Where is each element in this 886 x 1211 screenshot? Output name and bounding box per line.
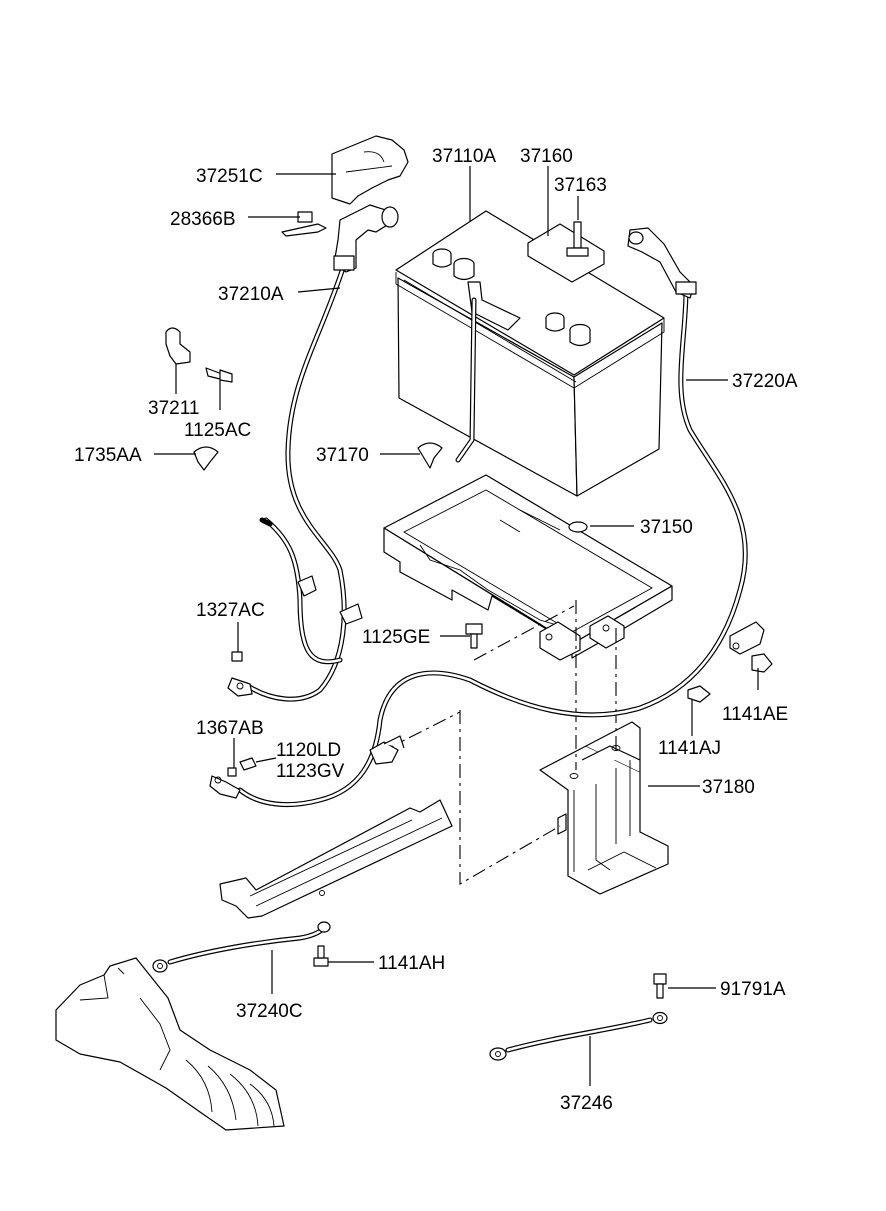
clip-37211 [165, 327, 191, 365]
label-37220A: 37220A [732, 371, 798, 392]
label-1125AC: 1125AC [184, 420, 251, 441]
label-37163: 37163 [554, 175, 607, 196]
label-37246: 37246 [560, 1093, 613, 1114]
label-1367AB: 1367AB [196, 718, 264, 739]
bolt-1141AJ [687, 685, 711, 703]
bolt-1141AH [313, 945, 329, 967]
part-labels: 37251C 28366B 37210A 37211 1125AC 1735AA… [74, 146, 798, 1114]
label-1141AJ: 1141AJ [658, 738, 721, 759]
cable-37240C [152, 921, 331, 973]
cable-37246 [489, 1011, 668, 1061]
label-1141AE: 1141AE [722, 704, 788, 725]
label-37211: 37211 [148, 398, 199, 419]
label-37210A: 37210A [218, 284, 284, 305]
label-1120LD: 1120LD [276, 740, 341, 761]
battery [395, 210, 665, 497]
bolt-1125AC [205, 367, 233, 383]
label-1141AH: 1141AH [378, 953, 445, 974]
label-37170: 37170 [316, 445, 369, 466]
floor-rail [219, 799, 453, 919]
label-37240C: 37240C [236, 1001, 303, 1022]
plug-37170 [417, 442, 443, 469]
battery-terminal-posts [432, 248, 591, 347]
label-1327AC: 1327AC [196, 600, 265, 621]
label-1735AA: 1735AA [74, 445, 142, 466]
nut-1327AC [231, 651, 243, 662]
terminal-cover-37251C [331, 135, 409, 205]
label-37150: 37150 [640, 517, 693, 538]
plug-1735AA [193, 446, 219, 471]
bolt-1125GE [465, 623, 483, 649]
label-37251C: 37251C [196, 166, 263, 187]
label-1125GE: 1125GE [362, 627, 430, 648]
bolt-91791A [653, 973, 667, 999]
bolt-37163 [566, 221, 589, 257]
leader-lines [154, 166, 759, 1086]
bolt-1120LD [239, 757, 257, 771]
label-37160: 37160 [520, 146, 573, 167]
connector-28366B [281, 211, 327, 237]
label-28366B: 28366B [170, 209, 236, 230]
battery-tray [383, 474, 673, 661]
label-1123GV: 1123GV [276, 761, 345, 782]
tray-bracket [539, 721, 669, 895]
cable-37210A [227, 204, 399, 702]
label-37110A: 37110A [432, 146, 496, 167]
cable-37220A [209, 227, 748, 808]
nut-1367AB [227, 767, 237, 777]
clip-1141AE [729, 621, 773, 673]
label-91791A: 91791A [720, 979, 786, 1000]
engine-housing [55, 957, 285, 1131]
label-37180: 37180 [702, 777, 755, 798]
